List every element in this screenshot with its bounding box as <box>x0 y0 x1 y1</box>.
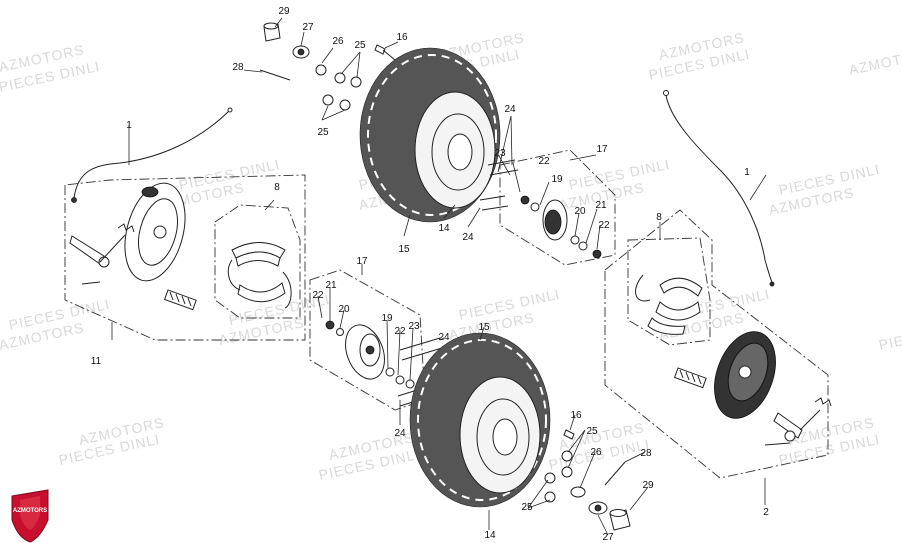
callout-24: 24 <box>462 232 474 243</box>
wheel-lower <box>409 332 551 508</box>
callout-21: 21 <box>325 280 337 291</box>
brake-assembly-right-outline <box>604 209 829 479</box>
callout-25: 25 <box>521 502 533 513</box>
watermark-text: AZMOTORS <box>847 44 902 78</box>
callout-1: 1 <box>126 120 132 131</box>
callout-22: 22 <box>312 290 324 301</box>
callout-8: 8 <box>274 182 280 193</box>
callout-8: 8 <box>656 212 662 223</box>
callout-27: 27 <box>602 532 614 543</box>
callout-28: 28 <box>640 448 652 459</box>
callout-23: 23 <box>408 321 420 332</box>
bolt-left <box>81 281 101 285</box>
callout-16: 16 <box>396 32 408 43</box>
callout-22: 22 <box>598 220 610 231</box>
hub-cap-upper-parts <box>259 22 396 111</box>
brake-lever-left <box>69 223 135 268</box>
callout-1: 1 <box>744 167 750 178</box>
callout-25: 25 <box>354 40 366 51</box>
callout-2: 2 <box>763 507 769 518</box>
callout-22: 22 <box>394 326 406 337</box>
callout-24: 24 <box>394 428 406 439</box>
callout-14: 14 <box>484 530 496 541</box>
hub-assembly-lower-outline <box>309 269 426 411</box>
callout-26: 26 <box>332 36 344 47</box>
wheel-studs-upper <box>479 159 519 211</box>
callout-16: 16 <box>570 410 582 421</box>
callout-17: 17 <box>596 144 608 155</box>
callout-19: 19 <box>381 313 393 324</box>
brake-shoes-left <box>227 242 292 309</box>
callout-28: 28 <box>232 62 244 73</box>
callout-29: 29 <box>278 6 290 17</box>
azmotors-logo: AZMOTORS <box>11 489 49 543</box>
callout-20: 20 <box>338 304 350 315</box>
brake-cable-right <box>665 94 773 283</box>
brake-shoes-right <box>635 274 703 335</box>
logo-text: AZMOTORS <box>13 508 47 514</box>
callout-21: 21 <box>595 200 607 211</box>
brake-cable-left <box>73 109 231 199</box>
callout-25: 25 <box>317 127 329 138</box>
brake-backplate-left <box>124 182 186 282</box>
callout-20: 20 <box>574 206 586 217</box>
callout-14: 14 <box>438 223 450 234</box>
watermark-text: PIECES DINLI <box>877 316 902 353</box>
callout-15: 15 <box>478 322 490 333</box>
callout-11: 11 <box>91 356 102 367</box>
brake-cam-right <box>673 367 707 389</box>
hub-cap-lower-parts <box>544 429 631 531</box>
brake-shoes-left-outline <box>214 204 301 319</box>
brake-cam-left <box>163 289 197 311</box>
callout-24: 24 <box>438 332 450 343</box>
callout-17: 17 <box>356 256 368 267</box>
callout-25: 25 <box>586 426 598 437</box>
brake-lever-right <box>764 397 832 446</box>
brake-backplate-right <box>714 331 776 419</box>
callout-29: 29 <box>642 480 654 491</box>
callout-23: 23 <box>494 148 506 159</box>
callout-22: 22 <box>538 156 550 167</box>
callout-19: 19 <box>551 174 563 185</box>
callout-15: 15 <box>398 244 410 255</box>
brake-shoes-right-outline <box>627 237 711 346</box>
wheel-upper <box>359 47 501 223</box>
hub-lower <box>325 320 415 389</box>
hub-upper <box>520 195 602 259</box>
brake-assembly-left-outline <box>64 174 306 341</box>
callout-24: 24 <box>504 104 516 115</box>
leader-lines <box>111 17 767 536</box>
callout-27: 27 <box>302 22 314 33</box>
callout-26: 26 <box>590 447 602 458</box>
